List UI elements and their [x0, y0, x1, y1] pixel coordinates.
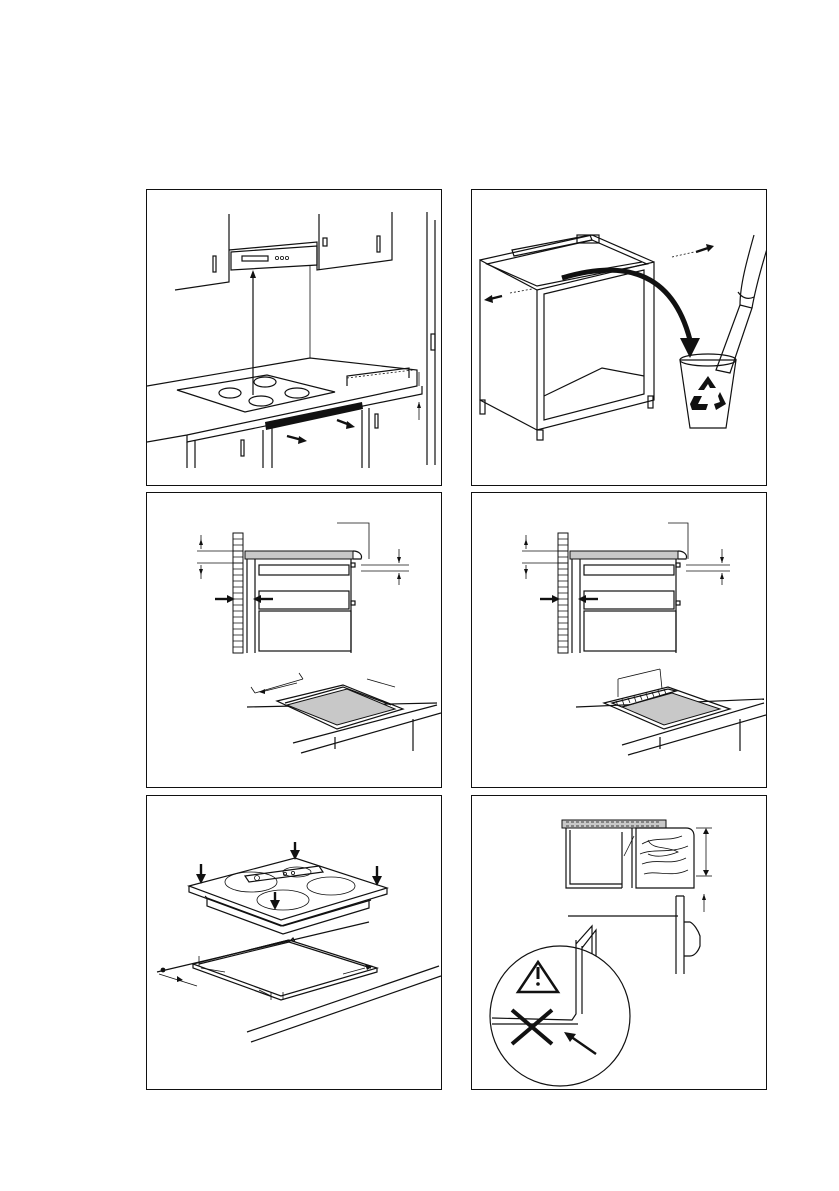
figure-worktop-edge-warning — [471, 795, 767, 1090]
figure-cutout-dimensions-variant — [471, 492, 767, 788]
cabinet-recycle-illustration — [472, 190, 767, 486]
magnifier-circle — [490, 946, 630, 1086]
hob-insertion-illustration — [147, 796, 442, 1090]
figure-cabinet-recycle — [471, 189, 767, 486]
worktop-edge-warning-illustration — [472, 796, 767, 1090]
recycle-icon — [690, 376, 726, 410]
figure-hob-insertion — [146, 795, 442, 1090]
warning-icon — [518, 962, 558, 992]
not-allowed-cross-icon — [512, 1010, 552, 1044]
figure-cutout-dimensions — [146, 492, 442, 788]
cutout-dimensions-illustration — [147, 493, 442, 788]
hob-under-hood-illustration — [147, 190, 442, 486]
cutout-variant-illustration — [472, 493, 767, 788]
figure-hob-under-hood — [146, 189, 442, 486]
